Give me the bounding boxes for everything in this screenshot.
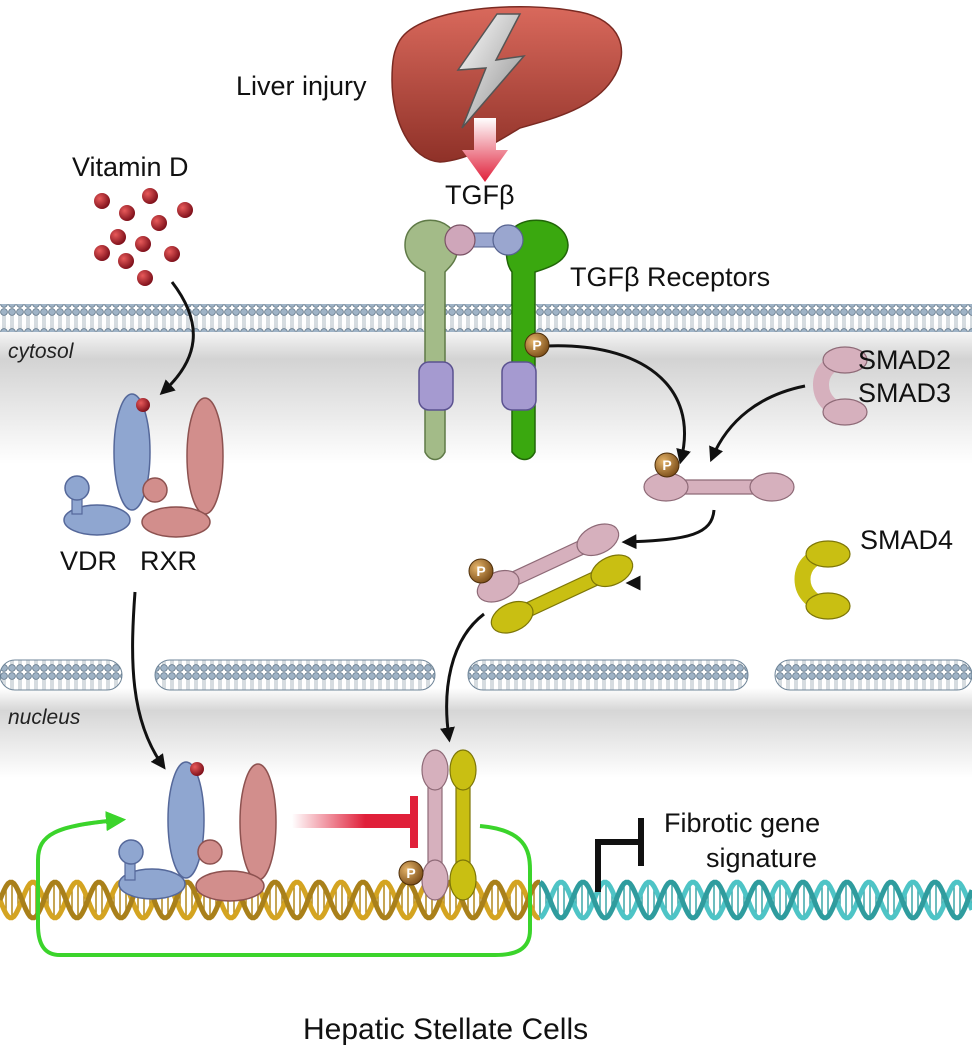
- label-rxr: RXR: [140, 546, 198, 576]
- arrow-smad23-to-receptor: [709, 384, 806, 463]
- vitamin-d-particles: [94, 188, 193, 286]
- tgfb-ligand: [444, 224, 524, 256]
- phospho-badge-complex: P: [468, 558, 494, 584]
- rxr-protein-cytosol: [141, 397, 224, 538]
- phospho-smad2-3: [643, 472, 795, 502]
- label-nucleus: nucleus: [8, 706, 81, 729]
- dna-helix: [0, 879, 972, 921]
- dna-strand: [538, 879, 972, 921]
- plasma-membrane: [0, 304, 972, 332]
- phospho-badge-smad: P: [654, 452, 680, 478]
- label-fibrotic-gene: Fibrotic gene: [664, 808, 821, 838]
- caption-hepatic-stellate-cells: Hepatic Stellate Cells: [303, 1013, 589, 1046]
- rxr-protein-nucleus: [195, 763, 277, 902]
- phospho-label: P: [532, 337, 541, 353]
- arrow-receptor-to-smad: [545, 344, 691, 465]
- label-signature: signature: [706, 843, 818, 873]
- label-tgfb-receptors: TGFβ Receptors: [570, 262, 771, 292]
- arrow-vdr-to-nucleus: [131, 591, 166, 770]
- smad-complex-nucleus: [421, 749, 477, 901]
- label-vdr: VDR: [60, 546, 118, 576]
- vdr-protein-cytosol: [63, 393, 151, 536]
- inhibition-arrow: [292, 796, 418, 848]
- feedback-loop-base: [36, 811, 495, 957]
- arrow-psmad-to-complex: [621, 509, 716, 550]
- smad-complex-cytosol: [476, 523, 634, 634]
- promoter-inhibition-symbol: [595, 818, 644, 892]
- liver-icon: [391, 5, 623, 163]
- label-vitamin-d: Vitamin D: [72, 152, 189, 182]
- label-liver-injury: Liver injury: [236, 71, 367, 101]
- arrow-complex-to-nucleus: [440, 612, 485, 743]
- dna-strand: [538, 879, 972, 921]
- label-tgfb: TGFβ: [445, 180, 515, 210]
- tgfb-receptor-right: [501, 219, 569, 461]
- phospho-badge-nucleus: P: [398, 860, 424, 886]
- vdr-protein-nucleus: [118, 761, 205, 900]
- lightning-bolt-icon: [456, 13, 526, 129]
- nuclear-envelope: [0, 659, 972, 691]
- phospho-badge-receptor: P: [524, 332, 550, 358]
- phospho-label: P: [662, 457, 671, 473]
- phospho-label: P: [476, 563, 485, 579]
- phospho-label: P: [406, 865, 415, 881]
- label-smad3: SMAD3: [858, 378, 952, 408]
- injury-arrow: [462, 118, 508, 182]
- dna-strand: [0, 879, 540, 921]
- label-smad4: SMAD4: [860, 525, 954, 555]
- tgfb-receptor-left: [404, 219, 459, 461]
- label-smad2: SMAD2: [858, 345, 952, 375]
- arrow-vitd-to-vdr: [159, 281, 195, 396]
- label-cytosol: cytosol: [8, 340, 74, 363]
